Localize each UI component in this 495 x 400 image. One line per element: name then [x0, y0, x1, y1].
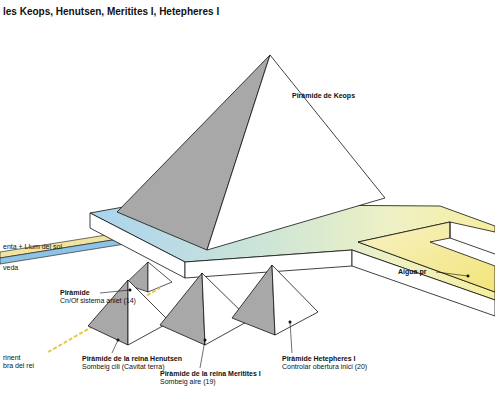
cut-label: bra del rei — [3, 362, 34, 370]
pyramid-name: Piràmide de la reina Henutsen — [82, 355, 182, 363]
keops-pyramid — [117, 55, 385, 250]
pyramid-name: Piràmide de la reina Meritites I — [160, 370, 261, 378]
leader-lines — [100, 272, 469, 368]
meritites-pyramid — [160, 273, 250, 345]
pyramid-name: Piràmide de Keops — [292, 92, 355, 100]
pyramid-note: Sombeig aire (19) — [160, 378, 216, 386]
hetepheres-pyramid — [232, 265, 318, 335]
pyramid-name: Piràmide Hetepheres I — [282, 355, 356, 363]
channel-label: veda — [3, 264, 18, 272]
pyramid-note: Controlar obertura inici (20) — [282, 363, 367, 371]
diagram-title: les Keops, Henutsen, Meritites I, Heteph… — [3, 6, 219, 17]
channel-label: enta + Llum del sol — [3, 243, 62, 251]
water-label: Aigua pr — [398, 268, 426, 276]
pyramid-name: Piràmide — [60, 289, 90, 297]
henutsen-pyramid — [88, 280, 170, 345]
cut-label: rinent — [3, 354, 21, 362]
pyramid-note: Sombeig cili (Cavitat terra) — [82, 363, 164, 371]
pyramid-note: Cn/Of sistema aniet (14) — [60, 297, 136, 305]
